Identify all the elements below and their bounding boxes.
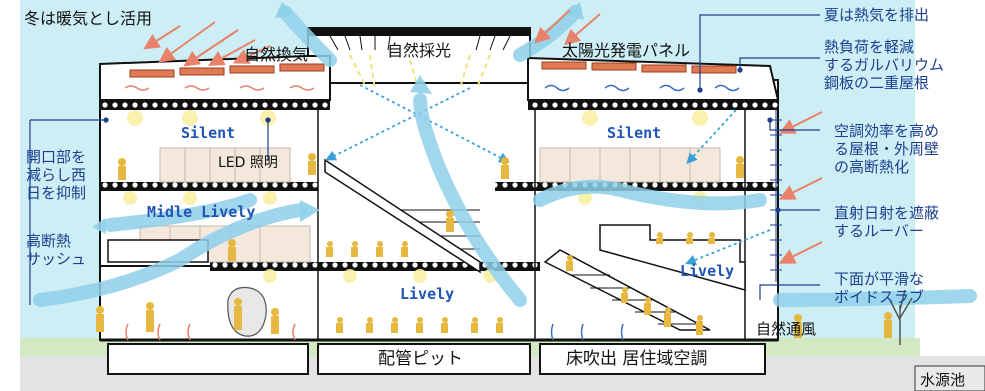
natural-lighting-label: 自然採光 [387,41,452,60]
sash-line-1: 高断熱 [26,232,72,250]
winter-heat-label: 冬は暖気とし活用 [24,9,153,28]
columns [317,110,746,340]
piping-pit-label: 配管ピット [378,349,463,369]
natural-ventilation-label: 自然換気 [244,45,309,64]
zone-silent-right: Silent [607,124,662,142]
slab-3f-left [100,182,318,191]
zone-lively-right: Lively [680,262,735,280]
zone-lively-center: Lively [400,285,455,303]
people [96,153,892,338]
floor-airflow-arrows [125,323,296,341]
roof-air-left [124,85,315,91]
louver-sun-arrows [778,111,823,264]
led-lights [123,110,708,283]
tree [889,289,913,345]
piping-pit-box [107,343,309,375]
galvalume-roof-line-2: するガルバリウム [824,56,945,74]
zone-midle-lively: Midle Lively [147,203,256,221]
opening-line-2: 減らし西 [26,166,87,184]
right-margin [915,0,985,391]
airflow-arrows [33,5,977,307]
louver-line-1: 直射日射を遮蔽 [834,204,940,222]
stair-center [324,158,481,274]
roof-left-slab [100,100,330,110]
zone-silent-left: Silent [181,124,236,142]
sash-line-2: サッシュ [26,250,87,268]
slab-3f-right [495,182,778,191]
left-margin [0,0,20,391]
roof-air-right [544,84,740,92]
winter-heat-arrows [143,9,601,67]
louver-line-2: するルーバー [834,222,924,240]
piping-pit-center [317,343,531,375]
rock-sculpture [227,286,267,337]
skylight-glazing [329,35,511,51]
galvalume-roof-line-3: 鋼板の二重屋根 [824,74,930,92]
floor-blue-arrows [550,323,624,341]
light-paths [325,84,771,266]
summer-exhaust-label: 夏は熱気を排出 [824,6,930,24]
insulation-line-1: 空調効率を高め [834,122,940,140]
piping-pit-right [539,343,766,375]
solar-panels-right [541,61,737,74]
water-pond-block [914,365,985,391]
atrium-roof-beam [308,28,530,36]
natural-wind-label: 自然通風 [756,320,817,338]
opening-line-1: 開口部を [26,148,87,166]
roof-right-slab [528,100,778,110]
insulation-line-2: る屋根・外周壁 [834,140,940,158]
floor-ac-label: 床吹出 居住域空調 [566,349,708,369]
void-slab-line-2: ボイドスラブ [834,288,925,306]
solar-panels-left [129,63,325,78]
slab-2f [210,262,540,271]
void-slab-line-1: 下面が平滑な [834,270,925,288]
insulation-line-3: の高断熱化 [834,158,910,176]
opening-line-3: 日を抑制 [26,184,87,202]
leader-lines [29,14,820,305]
water-pond-label: 水源池 [920,371,966,389]
galvalume-roof-line-1: 熱負荷を軽減 [824,38,915,56]
solar-panel-label: 太陽光発電パネル [562,41,691,60]
led-label: LED 照明 [218,155,278,171]
airflow-heads [92,2,584,234]
